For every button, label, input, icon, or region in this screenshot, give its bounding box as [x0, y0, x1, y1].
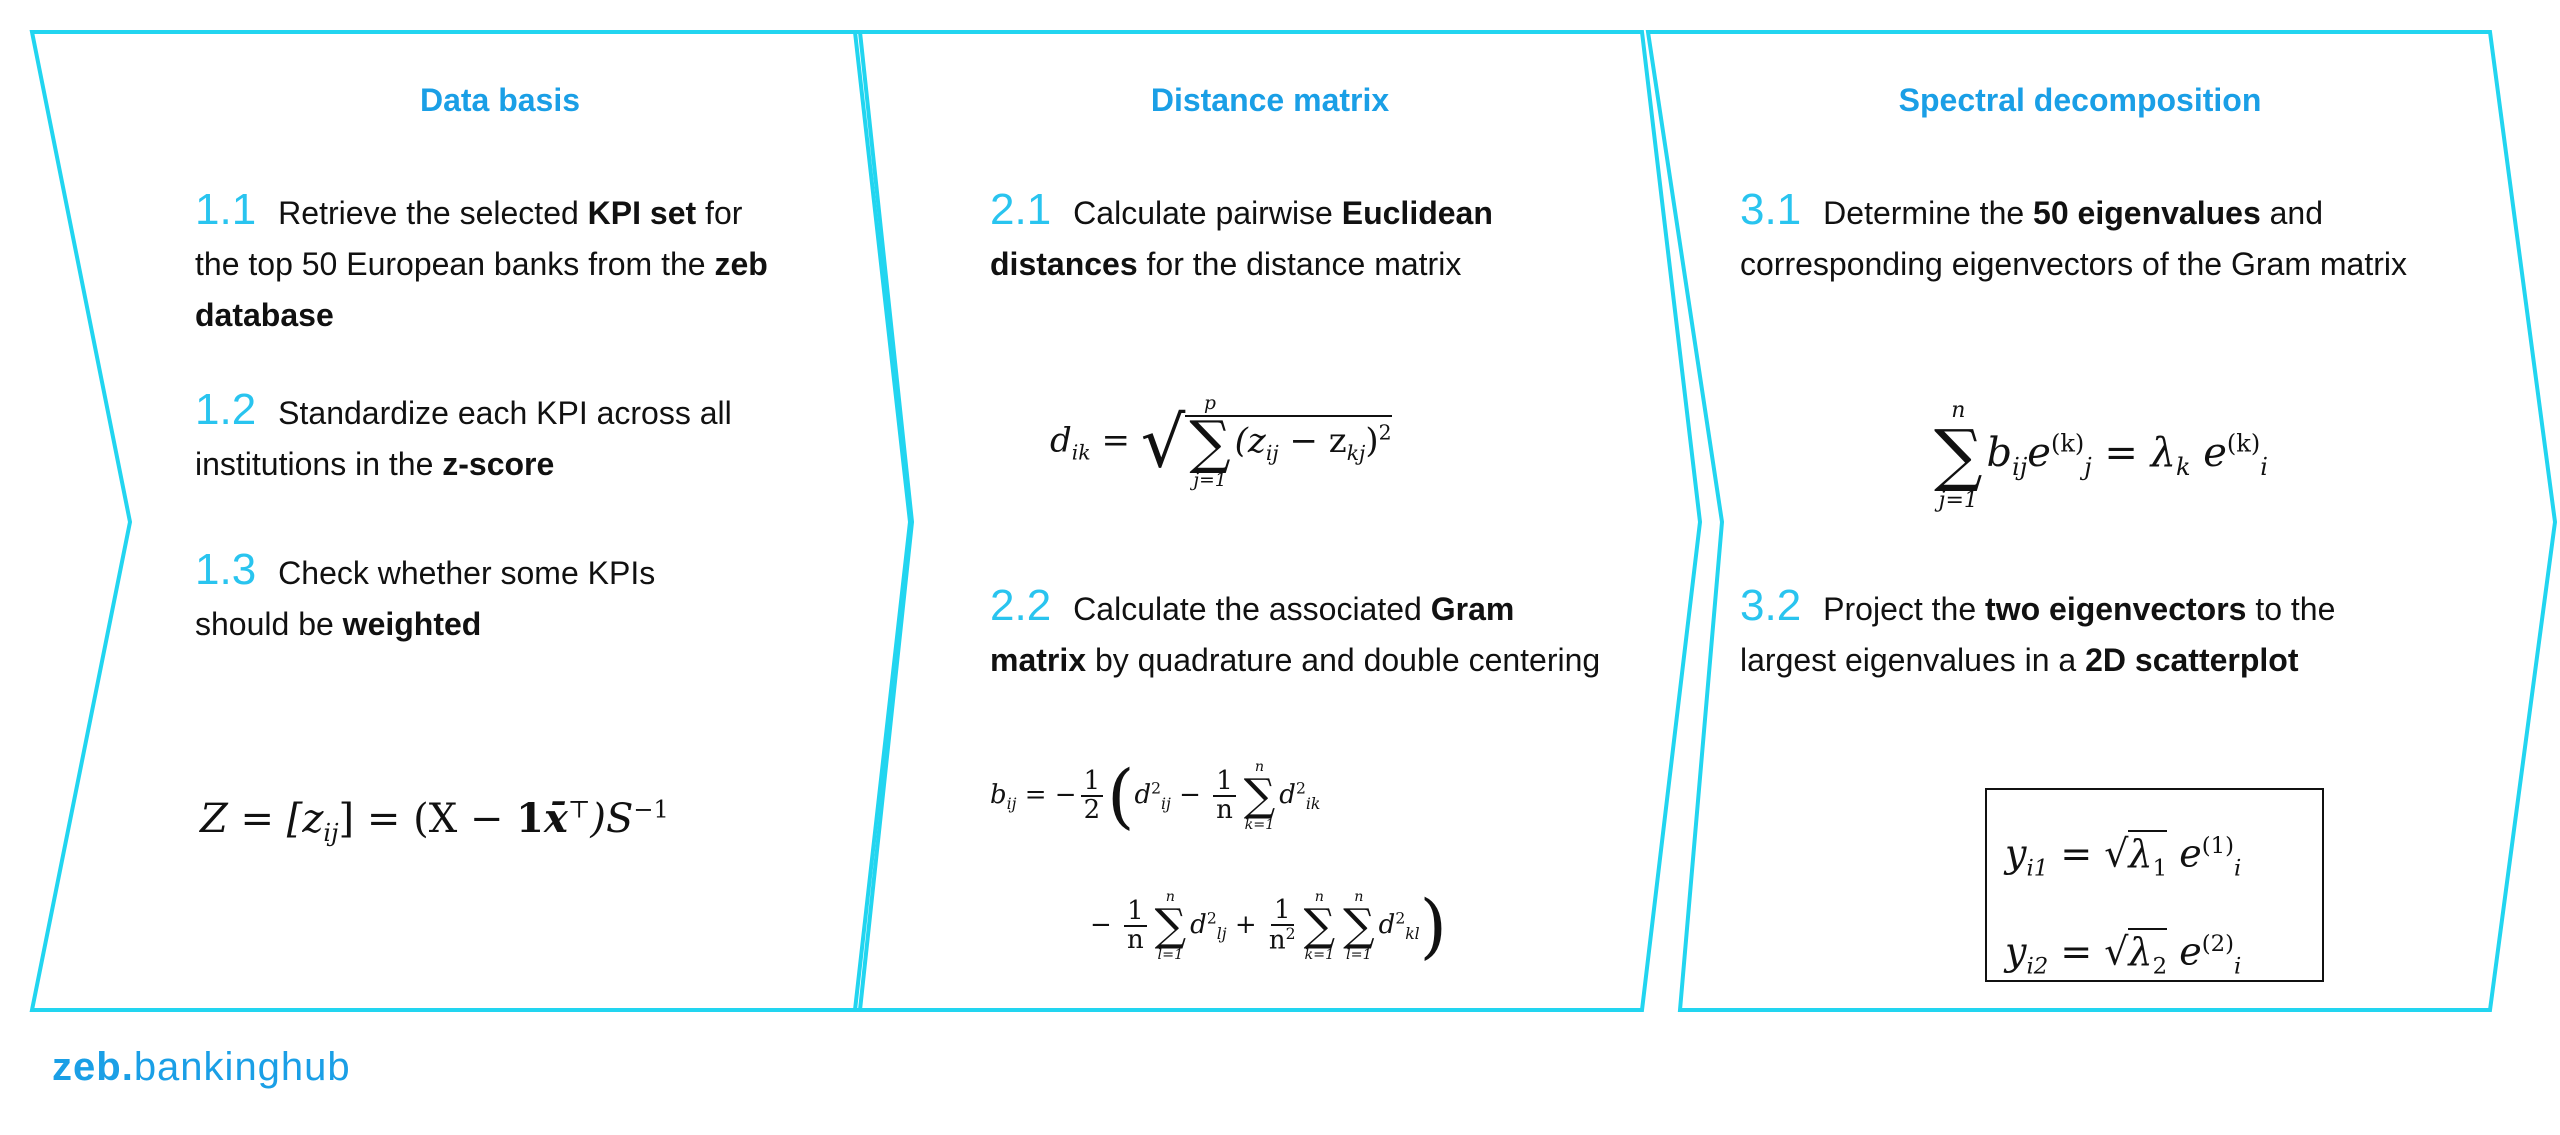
step-text: for the distance matrix [1137, 246, 1462, 282]
step-text-bold: Gram matrix [990, 591, 1515, 678]
heading-distance-matrix: Distance matrix [1150, 82, 1390, 118]
step-3-2: 3.2 Project the two eigenvectors to the l… [1740, 580, 2440, 686]
formula-projection-y1: yi1 = √λ1 e(1)i [2005, 829, 2242, 882]
step-text-bold: Euclidean distances [990, 195, 1493, 282]
step-text: Calculate pairwise [1073, 195, 1342, 231]
step-2-1: 2.1 Calculate pairwise Euclidean distance… [990, 184, 1610, 290]
step-text-bold: z-score [442, 446, 555, 482]
step-text: to the largest eigenvalues in a [1740, 591, 2336, 678]
step-number: 2.1 [990, 185, 1052, 234]
step-text: and corresponding eigenvectors of the Gr… [1740, 195, 2407, 282]
step-text-bold: weighted [342, 606, 482, 642]
chevron-data-basis [29, 30, 915, 1012]
formula-euclidean-distance: dik = √p∑j=1(zij − zkj)2 [1050, 393, 1392, 491]
formula-projection-y2: yi2 = √λ2 e(2)i [2005, 927, 2242, 980]
step-text: Project the [1823, 591, 1986, 627]
step-number: 1.3 [195, 545, 257, 594]
chevron-distance-matrix [852, 30, 1703, 1012]
step-number: 3.1 [1740, 185, 1802, 234]
step-text: Determine the [1823, 195, 2034, 231]
step-text: Check whether some KPIs should be [195, 555, 656, 642]
step-text: Calculate the associated [1073, 591, 1431, 627]
formula-projection: yi1 = √λ1 e(1)i yi2 = √λ2 e(2)i [2005, 808, 2241, 1005]
formula-box-projection [1985, 788, 2324, 982]
step-text-bold: 50 eigenvalues [2033, 195, 2261, 231]
step-number: 1.1 [195, 185, 257, 234]
step-text: Standardize each KPI across all institut… [195, 395, 732, 482]
step-number: 3.2 [1740, 581, 1802, 630]
step-text: Retrieve the selected [278, 195, 588, 231]
step-3-1: 3.1 Determine the 50 eigenvalues and corr… [1740, 184, 2440, 290]
chevron-spectral-decomposition [1645, 30, 2558, 1012]
step-text-bold: KPI set [587, 195, 697, 231]
zeb-bankinghub-logo: zeb.bankinghub [52, 1045, 351, 1089]
heading-spectral-decomposition: Spectral decomposition [1898, 82, 2262, 118]
step-text-bold: zeb database [195, 246, 768, 333]
step-text: by quadrature and double centering [1086, 642, 1601, 678]
step-text-bold: 2D scatterplot [2085, 642, 2299, 678]
formula-z-score: Z = [zij] = (X − 1x̄⊤)S−1 [200, 795, 669, 847]
heading-data-basis: Data basis [419, 82, 581, 118]
step-text-bold: two eigenvectors [1985, 591, 2247, 627]
step-number: 2.2 [990, 581, 1052, 630]
step-text: for the top 50 European banks from the [195, 195, 743, 282]
step-1-1: 1.1 Retrieve the selected KPI set for the… [195, 184, 795, 341]
step-number: 1.2 [195, 385, 257, 434]
